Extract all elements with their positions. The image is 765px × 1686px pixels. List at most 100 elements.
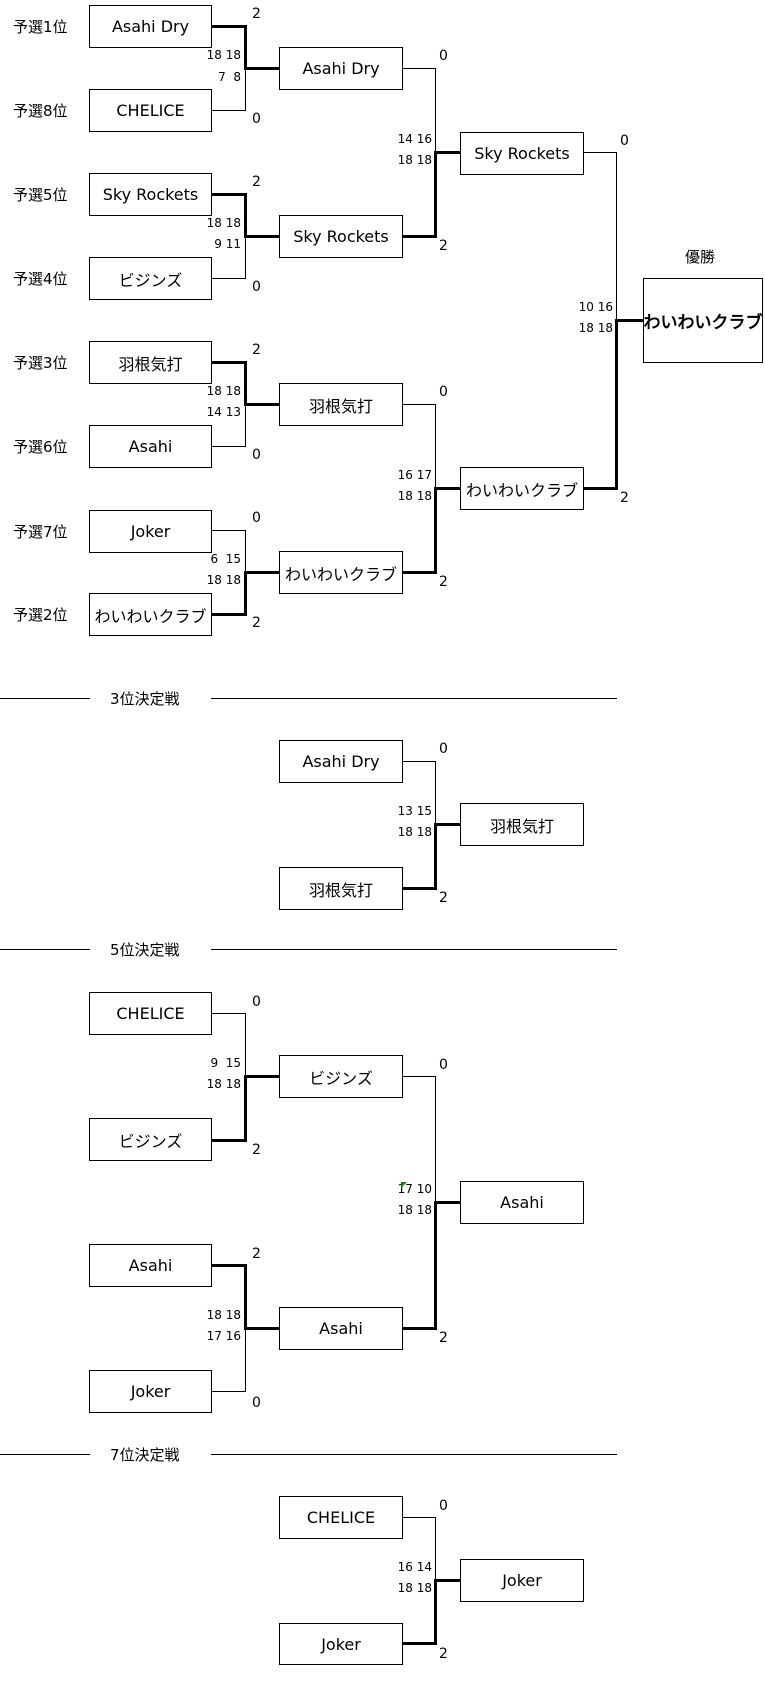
bracket-line [435,1517,436,1581]
team-box: 羽根気打 [89,341,212,384]
section-divider [211,698,617,699]
bracket-line [212,1391,246,1392]
set-scores: 14 16 [397,132,432,146]
match-score: 0 [439,1057,448,1073]
match-score: 2 [439,1330,448,1346]
bracket-line [403,68,436,69]
bracket-line [403,404,436,405]
match-score: 2 [252,342,261,358]
bracket-line [435,404,436,490]
set-scores: 10 16 [578,300,613,314]
team-box: Sky Rockets [460,132,584,175]
bracket-line [245,1075,279,1078]
match-score: 2 [252,1142,261,1158]
match-score: 2 [439,1646,448,1662]
bracket-line [435,151,460,154]
seed-label: 予選3位 [13,354,68,372]
match-score: 2 [252,1246,261,1262]
match-score: 2 [252,174,261,190]
bracket-line [212,361,247,364]
match-score: 0 [252,1395,261,1411]
bracket-line [244,1264,247,1330]
team-box: Joker [279,1623,403,1665]
bracket-line [403,235,437,238]
bracket-line [584,487,618,490]
bracket-line [403,1076,436,1077]
bracket-line [212,193,247,196]
bracket-line [212,1139,247,1142]
bracket-line [434,1579,437,1645]
match-score: 0 [252,510,261,526]
team-box: Asahi Dry [279,740,403,783]
team-box: Asahi [89,425,212,468]
match-score: 0 [252,447,261,463]
bracket-line [244,571,247,616]
team-box: Asahi [89,1244,212,1287]
match-score: 2 [252,615,261,631]
set-scores: 18 18 [206,573,241,587]
bracket-line [245,236,246,279]
match-score: 0 [252,111,261,127]
set-scores: 18 18 [578,321,613,335]
team-box: Joker [89,510,212,553]
seed-label: 予選6位 [13,438,68,456]
bracket-line [212,1013,246,1014]
bracket-line [212,530,246,531]
bracket-line [245,571,279,574]
match-score: 2 [620,490,629,506]
match-score: 2 [252,6,261,22]
bracket-line [434,823,437,890]
bracket-line [403,1642,437,1645]
bracket-line [435,487,460,490]
team-box: Joker [89,1370,212,1413]
bracket-line [244,1075,247,1142]
bracket-line [245,1327,279,1330]
match-score: 2 [439,890,448,906]
bracket-line [245,404,246,447]
section-divider [211,949,617,950]
section-divider [0,698,90,699]
bracket-line [245,1328,246,1392]
team-box: Asahi [460,1181,584,1224]
bracket-line [434,487,437,574]
match-score: 0 [620,133,629,149]
team-box: Asahi Dry [279,47,403,90]
bracket-line [245,530,246,573]
team-box: ビジンズ [89,257,212,300]
bracket-line [435,1076,436,1202]
bracket-line [212,446,246,447]
bracket-line [403,1517,436,1518]
section-title: 7位決定戦 [110,1446,180,1464]
set-scores: 18 18 [206,1308,241,1322]
bracket-line [584,152,617,153]
team-box: CHELICE [279,1496,403,1539]
bracket-line [616,319,643,322]
team-box: 羽根気打 [460,803,584,846]
seed-label: 予選5位 [13,186,68,204]
team-box: CHELICE [89,89,212,132]
set-scores: 18 18 [397,489,432,503]
team-box: Asahi Dry [89,5,212,48]
section-title: 3位決定戦 [110,690,180,708]
match-score: 2 [439,238,448,254]
set-scores: 18 18 [206,384,241,398]
set-scores: 17 16 [206,1329,241,1343]
match-score: 0 [439,741,448,757]
champion-label: 優勝 [685,248,716,266]
match-score: 0 [439,384,448,400]
bracket-line [434,151,437,238]
bracket-line [244,193,247,238]
team-box: わいわいクラブ [279,551,403,594]
section-divider [0,949,90,950]
set-scores: 18 18 [397,1203,432,1217]
bracket-line [212,25,247,28]
bracket-line [245,1013,246,1077]
bracket-line [435,761,436,825]
set-scores: 9 15 [210,1056,241,1070]
set-scores: 14 13 [206,405,241,419]
bracket-line [403,1327,437,1330]
team-box: Joker [460,1559,584,1602]
bracket-line [212,110,246,111]
set-scores: 18 18 [206,1077,241,1091]
set-scores: 7 8 [218,70,241,84]
